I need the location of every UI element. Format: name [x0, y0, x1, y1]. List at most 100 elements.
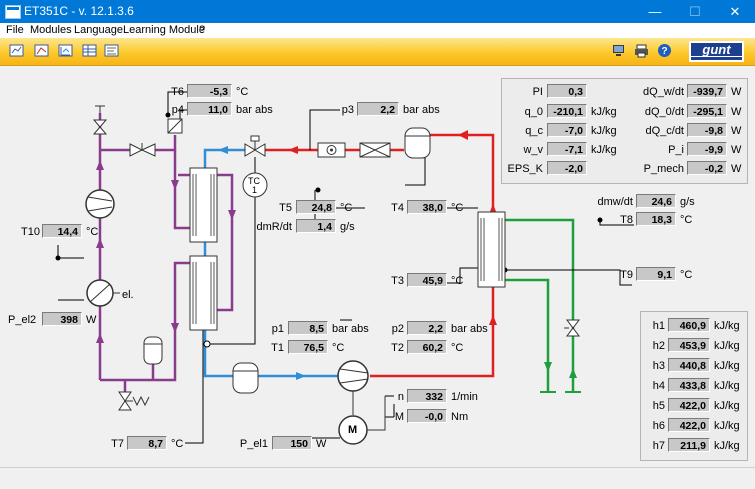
t8-unit: °C [680, 214, 693, 226]
t1-value: 76,5 [288, 340, 328, 354]
q0-unit: kJ/kg [591, 106, 617, 118]
svg-text:?: ? [661, 46, 667, 57]
dmr-value: 1,4 [296, 219, 336, 233]
settings-sheet-icon[interactable] [104, 43, 119, 58]
h2-value: 453,9 [668, 338, 710, 352]
print-icon[interactable] [634, 43, 649, 58]
glycol-tank-icon [143, 336, 163, 365]
p4-unit: bar abs [236, 104, 273, 116]
close-button[interactable]: ✕ [729, 4, 741, 19]
enthalpy-panel: h1 460,9 kJ/kg h2 453,9 kJ/kg h3 440,8 k… [640, 311, 748, 461]
dqw-value: -939,7 [687, 84, 727, 98]
compressor-icon [337, 360, 369, 392]
water-valve-icon[interactable] [564, 319, 580, 337]
menu-language[interactable]: Language [74, 24, 123, 36]
t5-value: 24,8 [296, 200, 336, 214]
t9-value: 9,1 [636, 267, 676, 281]
flow-arrow [296, 372, 306, 380]
h6-unit: kJ/kg [714, 420, 740, 432]
n-unit: 1/min [451, 391, 478, 403]
dqw-label: dQ_w/dt [643, 86, 684, 98]
help-icon[interactable]: ? [657, 43, 672, 58]
window-title: ET351C - v. 12.1.3.6 [24, 4, 134, 18]
dmr-label: dmR/dt [256, 221, 292, 233]
qc-unit: kJ/kg [591, 125, 617, 137]
dqc-label: dQ_c/dt [645, 125, 684, 137]
p-el1-label: P_el1 [239, 438, 268, 450]
t2-unit: °C [451, 342, 464, 354]
log-ph-icon[interactable] [58, 43, 73, 58]
qc-value: -7,0 [547, 123, 587, 137]
t7-label: T7 [111, 438, 124, 450]
dmw-label: dmw/dt [597, 196, 633, 208]
toolbar: ? gunt [0, 38, 755, 66]
h2-label: h2 [652, 340, 665, 352]
minimize-button[interactable]: — [648, 4, 662, 19]
pi-power-value: -9,9 [687, 142, 727, 156]
table-icon[interactable] [82, 43, 97, 58]
t8-value: 18,3 [636, 212, 676, 226]
h1-label: h1 [652, 320, 665, 332]
title-bar: ET351C - v. 12.1.3.6 — ☐ ✕ [0, 0, 755, 23]
glycol-valve-top-icon[interactable] [92, 105, 108, 135]
menu-bar: File Modules Language Learning Module ? [0, 23, 755, 38]
electric-heater-icon [86, 279, 114, 307]
p-el2-value: 398 [42, 312, 82, 326]
t3-value: 45,9 [407, 273, 447, 287]
h1-unit: kJ/kg [714, 320, 740, 332]
water-circuit [505, 218, 575, 392]
results-panel: PI 0,3 q_0 -210,1 kJ/kg q_c -7,0 kJ/kg w… [501, 78, 748, 184]
app-icon [5, 5, 21, 19]
condenser-icon [477, 211, 506, 288]
h5-value: 422,0 [668, 398, 710, 412]
p3-unit: bar abs [403, 104, 440, 116]
tc-label: TC [248, 176, 260, 186]
h7-label: h7 [652, 440, 665, 452]
h2-unit: kJ/kg [714, 340, 740, 352]
t8-label: T8 [620, 214, 633, 226]
t1-unit: °C [332, 342, 345, 354]
t4-unit: °C [451, 202, 464, 214]
n-label: n [397, 391, 404, 403]
glycol-line [217, 173, 234, 312]
glycol-circuit [98, 113, 234, 392]
p2-unit: bar abs [451, 323, 488, 335]
eps-k-value: -2,0 [547, 161, 587, 175]
h6-value: 422,0 [668, 418, 710, 432]
expansion-valve-icon[interactable] [244, 135, 266, 157]
menu-learning-module[interactable]: Learning Module [123, 24, 205, 36]
q0-label: q_0 [524, 106, 543, 118]
diagram-icon[interactable] [9, 43, 24, 58]
t6-label: T6 [171, 86, 184, 98]
menu-file[interactable]: File [6, 24, 24, 36]
motor-label: M [348, 424, 358, 436]
p-el1-unit: W [316, 438, 327, 450]
chart-icon[interactable] [34, 43, 49, 58]
glycol-pump-icon [85, 189, 115, 219]
h5-label: h5 [652, 400, 665, 412]
safety-valve-icon[interactable] [118, 391, 150, 411]
p1-unit: bar abs [332, 323, 369, 335]
glycol-valve-horizontal-icon[interactable] [129, 143, 156, 157]
t9-label: T9 [620, 269, 633, 281]
dq0-label: dQ_0/dt [644, 106, 684, 118]
maximize-button[interactable]: ☐ [689, 4, 701, 19]
menu-help[interactable]: ? [199, 24, 206, 36]
t3-unit: °C [451, 275, 464, 287]
temperature-controller-icon[interactable] [242, 172, 268, 198]
glycol-line [173, 150, 190, 230]
accumulator-tank-icon [232, 362, 259, 394]
t6-value: -5,3 [187, 84, 232, 98]
h3-unit: kJ/kg [714, 360, 740, 372]
p-mech-label: P_mech [643, 163, 684, 175]
menu-modules[interactable]: Modules [30, 24, 72, 36]
computer-icon[interactable] [611, 43, 626, 58]
h1-value: 460,9 [668, 318, 710, 332]
t9-unit: °C [680, 269, 693, 281]
h5-unit: kJ/kg [714, 400, 740, 412]
t10-unit: °C [86, 226, 99, 238]
n-value: 332 [407, 389, 447, 403]
t10-label: T10 [21, 226, 40, 238]
pi-power-unit: W [731, 144, 742, 156]
